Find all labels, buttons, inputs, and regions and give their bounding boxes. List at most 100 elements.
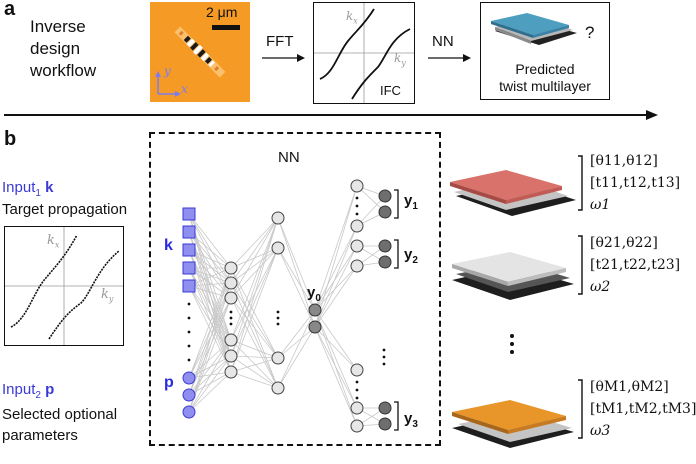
ellipsis-dot <box>187 358 191 362</box>
y2-label: y2 <box>404 246 418 266</box>
ellipsis-dot <box>355 212 359 216</box>
ellipsis-dot <box>382 355 386 359</box>
axis-y-label: y <box>164 64 171 78</box>
predicted-multilayer <box>491 13 577 45</box>
hidden-node <box>271 351 285 365</box>
scale-bar-label: 2 μm <box>206 4 238 20</box>
ellipsis-dot <box>355 396 359 400</box>
hidden-node <box>271 241 285 255</box>
target-ifc-plot: kx ky <box>4 226 124 346</box>
hidden-node <box>224 276 238 290</box>
params-1-t: [t11,t12,t13] <box>590 175 681 191</box>
workflow-title-line1: Inverse <box>30 17 86 36</box>
workflow-title-line3: workflow <box>30 61 97 80</box>
ellipsis-dot <box>276 316 280 320</box>
input2-heading: Input2 p <box>2 381 55 401</box>
latent-node <box>308 320 322 334</box>
params-2-theta: [θ21,θ22] <box>590 235 658 251</box>
output-hidden-node <box>350 239 364 253</box>
input-node-p <box>182 388 196 402</box>
output-node <box>378 205 392 219</box>
hidden-node <box>271 211 285 225</box>
param-brackets <box>578 155 583 439</box>
predicted-caption: Predicted twist multilayer <box>481 61 609 95</box>
ellipsis-dot <box>229 310 233 314</box>
output-node <box>378 417 392 431</box>
workflow-title: Inverse design workflow <box>30 16 96 82</box>
params-2: [θ21,θ22] [t21,t22,t23] ω2 <box>590 232 680 298</box>
stack-2 <box>452 252 574 300</box>
params-3: [θM1,θM2] [tM1,tM2,tM3] ω3 <box>590 376 696 442</box>
ellipsis-dot <box>355 380 359 384</box>
stack-1 <box>450 170 576 216</box>
input-node-k <box>182 279 196 293</box>
target-ky-label: ky <box>101 287 114 304</box>
axes-icon <box>155 71 181 97</box>
output-brackets <box>394 189 399 431</box>
ellipsis-dot <box>229 316 233 320</box>
input-node-k <box>182 207 196 221</box>
output-hidden-node <box>350 219 364 233</box>
output-node <box>378 401 392 415</box>
input-node-k <box>182 261 196 275</box>
input2-desc: Selected optional parameters <box>2 404 117 446</box>
ellipsis-dot <box>276 310 280 314</box>
input-node-k <box>182 243 196 257</box>
hidden-node <box>224 333 238 347</box>
field-pattern <box>174 25 240 78</box>
input-node-k <box>182 225 196 239</box>
latent-node <box>308 303 322 317</box>
params-3-omega: ω3 <box>590 423 611 439</box>
target-kx-label: kx <box>47 233 60 250</box>
params-2-omega: ω2 <box>590 279 611 295</box>
p-input-label: p <box>164 374 174 391</box>
workflow-title-line2: design <box>30 39 81 58</box>
stack-ellipsis <box>510 334 514 354</box>
output-hidden-node <box>350 419 364 433</box>
nn-connections <box>188 185 386 427</box>
input-node-p <box>182 405 196 419</box>
input2-desc-line1: Selected optional <box>2 406 118 423</box>
y1-label: y1 <box>404 192 418 212</box>
ifc-label: IFC <box>380 83 401 98</box>
ifc-plot: kx ky IFC <box>313 2 415 104</box>
target-ifc-curves <box>5 227 123 345</box>
predicted-line2: twist multilayer <box>499 78 591 94</box>
ellipsis-dot <box>355 204 359 208</box>
ifc-ky-label: ky <box>394 51 406 68</box>
ellipsis-dot <box>187 330 191 334</box>
output-node <box>378 189 392 203</box>
axis-x-label: x <box>181 82 188 96</box>
params-1-omega: ω1 <box>590 197 611 213</box>
k-input-label: k <box>164 237 173 254</box>
params-1-theta: [θ11,θ12] <box>590 153 658 169</box>
ellipsis-dot <box>276 322 280 326</box>
ifc-curves <box>314 3 414 103</box>
nn-arrow-label: NN <box>432 33 454 50</box>
ellipsis-dot <box>355 196 359 200</box>
input-node-p <box>182 371 196 385</box>
output-node <box>378 255 392 269</box>
nn-box <box>149 132 441 446</box>
ellipsis-dot <box>187 344 191 348</box>
ellipsis-dot <box>229 322 233 326</box>
input2-desc-line2: parameters <box>2 427 78 444</box>
hidden-node <box>224 291 238 305</box>
params-3-theta: [θM1,θM2] <box>590 379 669 395</box>
panel-a-label: a <box>4 0 16 20</box>
input1-heading: Input1 k <box>2 179 54 199</box>
input1-desc: Target propagation <box>2 201 128 218</box>
y3-label: y3 <box>404 410 418 430</box>
fft-label: FFT <box>266 33 294 50</box>
params-1: [θ11,θ12] [t11,t12,t13] ω1 <box>590 150 680 216</box>
params-2-t: [t21,t22,t23] <box>590 257 681 273</box>
hidden-node <box>224 261 238 275</box>
output-node <box>378 239 392 253</box>
output-hidden-node <box>350 363 364 377</box>
ellipsis-dot <box>187 316 191 320</box>
hidden-node <box>271 381 285 395</box>
stack-3 <box>452 400 574 448</box>
